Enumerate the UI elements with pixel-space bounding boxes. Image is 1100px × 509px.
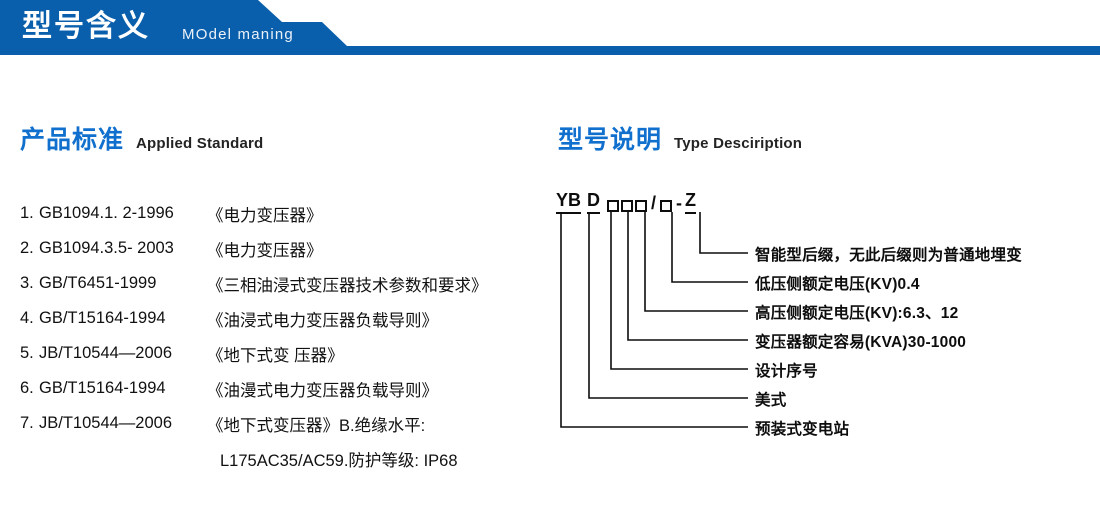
section-heading-cn: 产品标准	[20, 126, 125, 154]
banner-polygon	[0, 0, 1100, 55]
standard-index: 7.	[20, 414, 34, 432]
model-code-string: YB D / - Z	[556, 190, 697, 214]
standard-item: 2. GB1094.3.5- 2003 《电力变压器》	[20, 231, 550, 266]
standard-title: 《油浸式电力变压器负载导则》	[207, 311, 438, 330]
standard-index: 4.	[20, 309, 34, 327]
standards-list: 1. GB1094.1. 2-1996 《电力变压器》 2. GB1094.3.5- 2…	[20, 196, 550, 476]
model-code-token: YB	[556, 190, 582, 214]
model-code-description: 设计序号	[755, 363, 818, 380]
section-heading-en: Type Desciription	[674, 135, 803, 152]
standard-title: 《地下式变 压器》	[207, 346, 344, 365]
standard-title: 《电力变压器》	[207, 241, 323, 260]
standard-title: 《三相油浸式变压器技术参数和要求》	[207, 276, 488, 295]
model-code-description: 预装式变电站	[755, 421, 850, 438]
model-code-placeholder-box	[660, 200, 673, 212]
model-code-description: 变压器额定容易(KVA)30-1000	[755, 334, 967, 351]
banner-subtitle: MOdel maning	[182, 26, 294, 43]
model-code-placeholder-box	[621, 200, 634, 212]
standard-item: 1. GB1094.1. 2-1996 《电力变压器》	[20, 196, 550, 231]
model-code-placeholder-box	[607, 200, 620, 212]
standard-title: 《地下式变压器》B.绝缘水平:	[207, 416, 426, 435]
standard-index: 6.	[20, 379, 34, 397]
model-code-token: Z	[685, 190, 697, 214]
section-heading-type-description: 型号说明 Type Desciription	[558, 120, 802, 156]
leader-lv-voltage	[671, 224, 748, 283]
standard-code: GB1094.1. 2-1996	[39, 204, 174, 222]
standard-title: 《油漫式电力变压器负载导则》	[207, 381, 438, 400]
model-code-placeholder-box	[635, 200, 648, 212]
model-code-token: D	[587, 190, 601, 214]
leader-american-type	[588, 224, 748, 399]
model-code-description: 低压侧额定电压(KV)0.4	[755, 276, 920, 293]
standard-code: GB/T6451-1999	[39, 274, 157, 292]
standard-title: 《电力变压器》	[207, 206, 323, 225]
standard-index: 5.	[20, 344, 34, 362]
model-code-token: /	[651, 193, 657, 213]
standard-continuation: L175AC35/AC59.防护等级: IP68	[220, 451, 458, 470]
leader-design-no	[610, 224, 748, 370]
standard-code: GB/T15164-1994	[39, 309, 166, 327]
banner-shape	[0, 0, 1100, 55]
section-heading-en: Applied Standard	[136, 135, 264, 152]
leader-capacity	[627, 224, 748, 341]
model-code-token: -	[676, 193, 683, 213]
standard-code: GB1094.3.5- 2003	[39, 239, 174, 257]
section-heading-applied-standard: 产品标准 Applied Standard	[20, 120, 263, 156]
standard-code: JB/T10544—2006	[39, 344, 173, 362]
standard-code: GB/T15164-1994	[39, 379, 166, 397]
standard-item: 6. GB/T15164-1994 《油漫式电力变压器负载导则》	[20, 371, 550, 406]
standard-item: 7. JB/T10544—2006 《地下式变压器》B.绝缘水平:	[20, 406, 550, 441]
model-code-diagram: YB D / - Z 智能型后缀，无此后缀则为普通地埋变低	[548, 190, 1100, 440]
section-heading-cn: 型号说明	[558, 126, 663, 154]
standard-code: JB/T10544—2006	[39, 414, 173, 432]
model-code-description: 高压侧额定电压(KV):6.3、12	[755, 305, 959, 322]
leader-substation	[560, 224, 748, 428]
standard-item: 3. GB/T6451-1999 《三相油浸式变压器技术参数和要求》	[20, 266, 550, 301]
page-banner: 型号含义 MOdel maning	[0, 0, 1100, 60]
leader-suffix	[699, 224, 748, 254]
standard-index: 2.	[20, 239, 34, 257]
banner-title: 型号含义	[22, 10, 150, 43]
standard-item: 5. JB/T10544—2006 《地下式变 压器》	[20, 336, 550, 371]
standard-index: 3.	[20, 274, 34, 292]
model-code-description: 美式	[755, 392, 787, 409]
standard-index: 1.	[20, 204, 34, 222]
leader-hv-voltage	[644, 224, 748, 312]
leader-lines	[560, 212, 748, 428]
standard-item: 4. GB/T15164-1994 《油浸式电力变压器负载导则》	[20, 301, 550, 336]
model-code-description: 智能型后缀，无此后缀则为普通地埋变	[755, 247, 1022, 264]
